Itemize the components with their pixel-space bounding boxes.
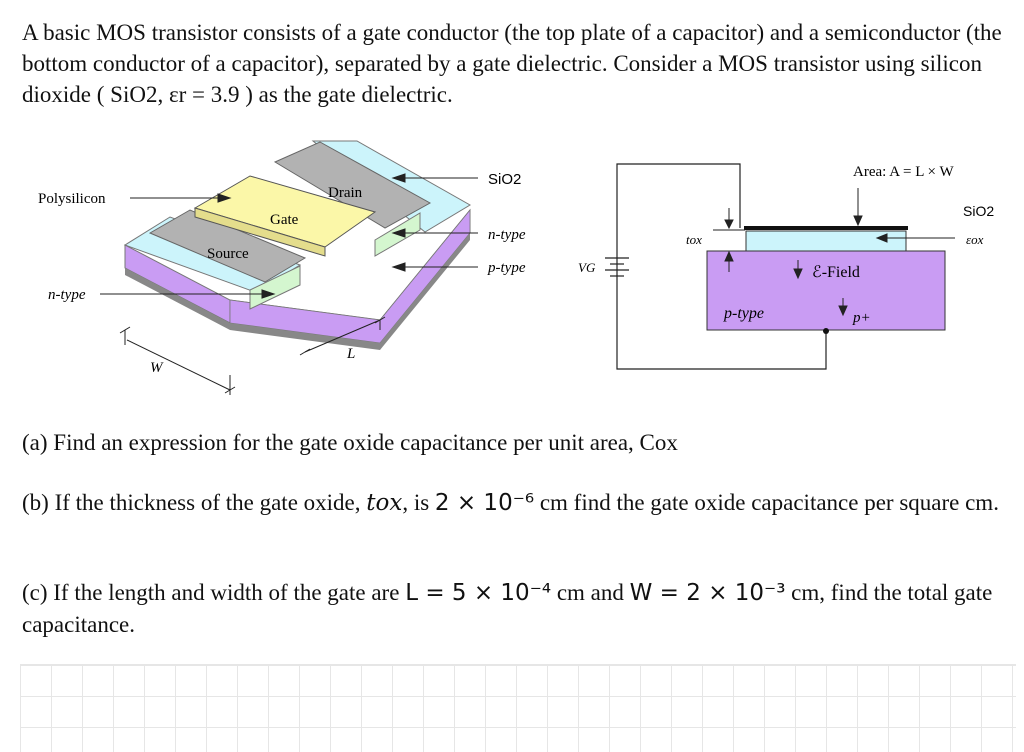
question-c: (c) If the length and width of the gate … — [22, 577, 1012, 640]
question-c-pre: (c) If the length and width of the gate … — [22, 580, 406, 605]
substrate-contact — [823, 328, 829, 334]
sio2-label-right: SiO2 — [963, 203, 994, 219]
question-b-post: cm find the gate oxide capacitance per s… — [534, 490, 999, 515]
tox-label: tox — [686, 232, 702, 247]
dimension-lines — [119, 316, 386, 395]
tox-variable: tox — [366, 490, 403, 516]
mos-3d-diagram: Polysilicon n-type Gate Drain Source W L… — [38, 140, 526, 395]
oxide-layer — [745, 230, 907, 252]
answer-grid[interactable] — [20, 664, 1016, 752]
vg-label: VG — [578, 260, 596, 275]
eox-label: εox — [966, 232, 984, 247]
capacitor-circuit-diagram: Area: A = L × W SiO2 εox tox VG ℰ-Field … — [578, 163, 994, 370]
source-region — [148, 209, 307, 283]
problem-intro: A basic MOS transistor consists of a gat… — [22, 20, 1002, 107]
efield-label: ℰ-Field — [812, 264, 860, 281]
gate-plate — [744, 226, 908, 230]
question-c-mid: cm and — [551, 580, 630, 605]
source-label: Source — [207, 246, 249, 262]
area-label: Area: A = L × W — [853, 164, 954, 180]
p-substrate — [706, 250, 946, 331]
ntype-label-mid: n-type — [488, 227, 526, 243]
leader-lines — [100, 173, 478, 299]
gate-edge — [194, 207, 326, 257]
ntype-left-label: n-type — [48, 287, 86, 303]
sio2-label-mid: SiO2 — [488, 171, 521, 188]
thickness-value: 2 × 10⁻⁶ — [434, 490, 535, 516]
drain-label: Drain — [328, 185, 363, 201]
ptype-label-mid: p-type — [487, 260, 526, 276]
length-value: L = 5 × 10⁻⁴ — [405, 580, 552, 606]
voltage-source — [605, 257, 629, 277]
width-label: W — [150, 360, 164, 376]
circuit-arrows — [713, 188, 955, 317]
question-b-pre: (b) If the thickness of the gate oxide, — [22, 490, 367, 515]
question-b-mid: , is — [402, 490, 435, 515]
length-label: L — [346, 346, 355, 362]
pplus-label: p+ — [852, 310, 871, 326]
ptype-right-label: p-type — [723, 305, 764, 322]
circuit-wire — [616, 163, 827, 370]
gate-label: Gate — [270, 212, 299, 228]
question-b: (b) If the thickness of the gate oxide, … — [22, 487, 1012, 519]
polysilicon-label: Polysilicon — [38, 191, 106, 207]
question-c-post: cm, find the total gate capacitance. — [22, 580, 993, 637]
mos-figure: Polysilicon n-type Gate Drain Source W L… — [38, 140, 994, 395]
question-a: (a) Find an expression for the gate oxid… — [22, 430, 678, 455]
width-value: W = 2 × 10⁻³ — [629, 580, 786, 606]
